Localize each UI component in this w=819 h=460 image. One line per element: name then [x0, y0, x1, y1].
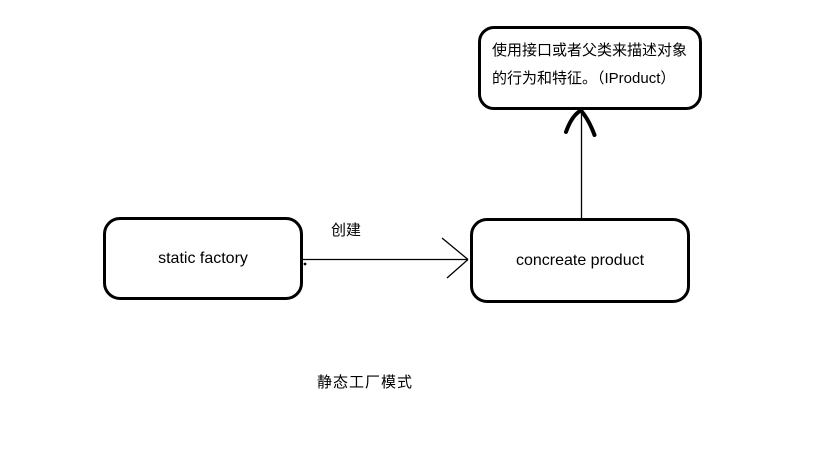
note-line-1: 使用接口或者父类来描述对象	[492, 42, 688, 59]
static-factory-label: static factory	[158, 249, 248, 267]
edge-start-dot	[303, 262, 307, 266]
create-arrowhead-upper-stroke	[441, 237, 469, 261]
create-edge-label: 创建	[331, 222, 362, 239]
inheritance-arrowhead-right-stroke	[579, 108, 597, 137]
note-box-iproduct: 使用接口或者父类来描述对象 的行为和特征。（IProduct）	[478, 26, 702, 110]
diagram-caption: 静态工厂模式	[317, 374, 414, 391]
node-static-factory: static factory	[103, 217, 303, 300]
node-concrete-product: concreate product	[470, 218, 690, 303]
inheritance-arrowhead-left-stroke	[564, 108, 583, 134]
note-line-2: 的行为和特征。（IProduct）	[492, 70, 676, 87]
create-arrowhead-lower-stroke	[446, 259, 469, 279]
concrete-product-label: concreate product	[515, 251, 645, 269]
